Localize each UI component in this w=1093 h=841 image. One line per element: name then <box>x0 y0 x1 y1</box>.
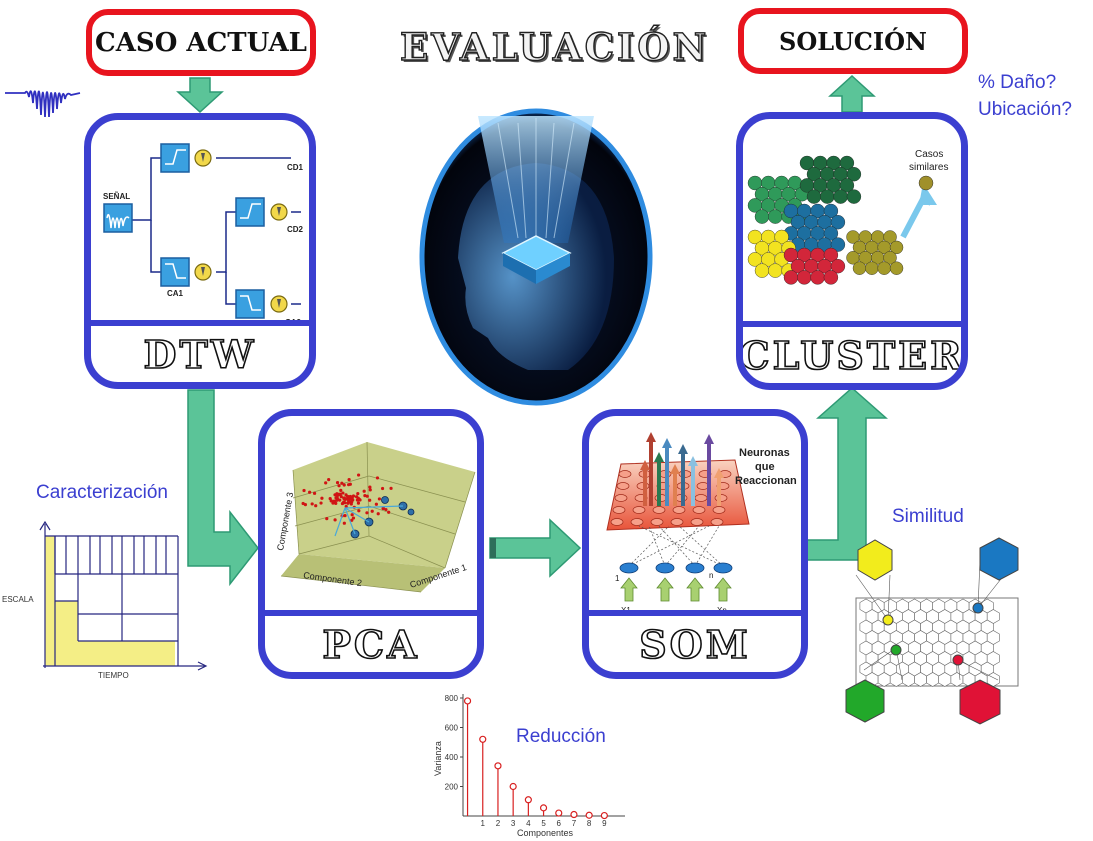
stem-point <box>524 796 532 804</box>
stem-y-tick-label: 400 <box>445 753 459 762</box>
pca-3d-scatter: Componente 3 Componente 2 Componente 1 <box>275 441 476 593</box>
stem-point <box>570 810 578 819</box>
location-question: Ubicación? <box>978 99 1072 120</box>
variance-stem-chart: 200 400 600 800 1 2 3 4 5 6 7 8 9 Varianza Component… <box>433 694 625 838</box>
solucion-box: SOLUCIÓN <box>738 8 968 74</box>
dtw-caption: DTW <box>91 320 309 382</box>
dtw-wavelet-tree: SEÑAL CD1 CD2 CA1 CA2 <box>103 143 304 326</box>
similarity-label: Similitud <box>892 506 964 527</box>
cluster-spheres: Casos similares <box>747 149 948 285</box>
som-caption: SOM <box>589 610 801 672</box>
som-neurons-label-1: Neuronas <box>739 447 790 459</box>
stem-x-tick-label: 4 <box>526 819 531 828</box>
damage-question: % Daño? <box>978 72 1057 93</box>
stem-point <box>555 809 563 817</box>
pca-axis3-label: Componente 3 <box>275 491 295 551</box>
arrow-pca-to-som <box>489 518 582 578</box>
stem-x-tick-label: 9 <box>602 819 607 828</box>
stem-y-tick-label: 200 <box>445 783 459 792</box>
som-node-last: n <box>709 571 713 580</box>
arrow-dtw-to-pca <box>187 389 259 587</box>
ai-head-image <box>419 108 653 406</box>
stem-point <box>539 804 548 812</box>
solucion-label: SOLUCIÓN <box>779 26 927 56</box>
scalogram-xlabel: TIEMPO <box>98 671 129 680</box>
stem-x-tick-label: 8 <box>587 819 592 828</box>
scalogram-ylabel: ESCALA <box>2 595 34 604</box>
characterization-label: Caracterización <box>36 482 168 503</box>
dtw-output-ca1: CA1 <box>167 289 184 298</box>
arrow-som-to-cluster <box>805 386 888 561</box>
som-neurons-label-3: Reaccionan <box>735 475 797 487</box>
stem-x-tick-label: 6 <box>557 819 562 828</box>
dtw-output-cd1: CD1 <box>287 163 304 172</box>
scalogram: ESCALA TIEMPO <box>2 520 208 680</box>
page-title: EVALUACIÓN <box>399 24 710 69</box>
stem-y-tick-label: 800 <box>445 694 459 703</box>
dtw-output-cd2: CD2 <box>287 225 304 234</box>
stem-x-tick-label: 1 <box>481 819 486 828</box>
som-neurons-label-2: que <box>755 461 775 473</box>
dtw-panel: SEÑAL CD1 CD2 CA1 CA2 DTW <box>84 113 316 389</box>
cluster-caption: CLUSTER <box>743 321 961 383</box>
stem-chart-xlabel: Componentes <box>517 828 574 838</box>
cluster-similar-label-2: similares <box>909 162 948 173</box>
stem-point <box>585 811 593 819</box>
cluster-similar-label-1: Casos <box>915 149 943 160</box>
dtw-signal-label: SEÑAL <box>103 192 130 201</box>
stem-point <box>494 762 502 770</box>
arrow-caso-to-dtw <box>176 77 224 114</box>
som-panel: 1 n X1 Xn Neuronas que Reaccionan SOM <box>582 409 808 679</box>
reduction-label: Reducción <box>516 726 606 747</box>
som-node-first: 1 <box>615 574 620 583</box>
stem-x-tick-label: 5 <box>541 819 546 828</box>
stem-x-tick-label: 3 <box>511 819 516 828</box>
pca-panel: Componente 3 Componente 2 Componente 1 P… <box>258 409 484 679</box>
signal-waveform-icon <box>5 90 81 118</box>
caso-actual-label: CASO ACTUAL <box>95 27 307 58</box>
stem-point <box>463 697 472 705</box>
caso-actual-box: CASO ACTUAL <box>86 9 316 76</box>
stem-point <box>600 811 608 820</box>
som-hex-map <box>845 537 1019 725</box>
stem-chart-ylabel: Varianza <box>433 741 443 776</box>
stem-point <box>479 735 487 743</box>
stem-x-tick-label: 7 <box>572 819 577 828</box>
stem-y-tick-label: 600 <box>445 724 459 733</box>
cluster-panel: Casos similares CLUSTER <box>736 112 968 390</box>
stem-x-tick-label: 2 <box>496 819 501 828</box>
som-network: 1 n X1 Xn Neuronas que Reaccionan <box>606 432 797 615</box>
arrow-cluster-to-solucion <box>828 74 876 113</box>
stem-point <box>509 782 517 791</box>
pca-caption: PCA <box>265 610 477 672</box>
